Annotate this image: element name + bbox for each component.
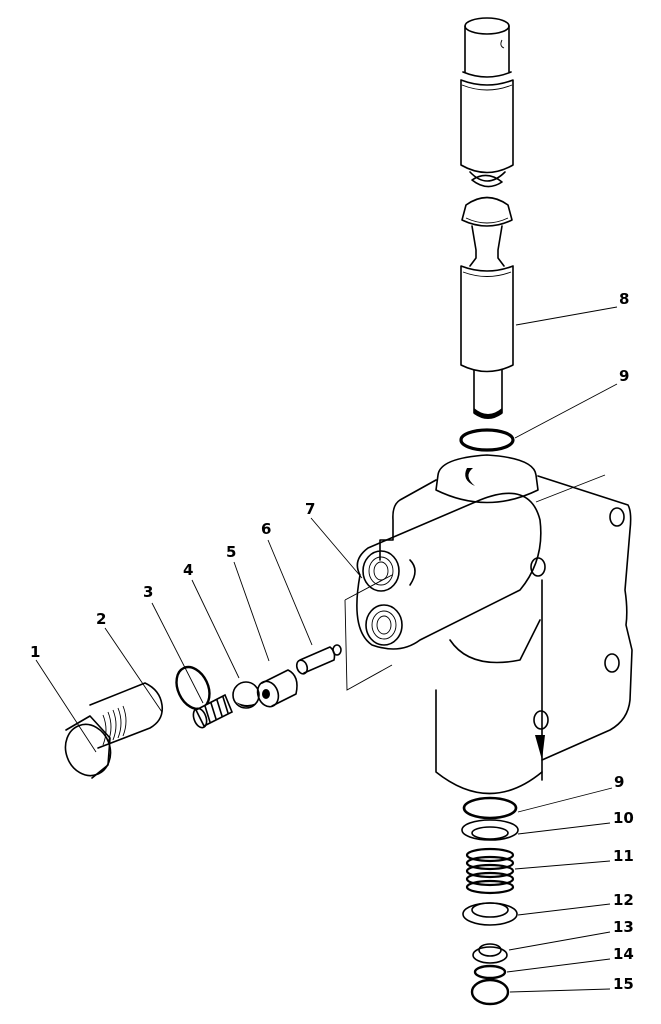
callout-9-lower: 9 (614, 773, 625, 791)
callout-7: 7 (305, 500, 316, 518)
spool-part-8 (460, 17, 514, 419)
plug-part-1 (64, 682, 164, 779)
callout-1: 1 (30, 643, 41, 661)
o-ring-upper (459, 428, 515, 452)
callout-2: 2 (96, 610, 107, 628)
callout-11: 11 (613, 847, 634, 865)
lower-stack (461, 796, 519, 1006)
leader-lines (35, 306, 618, 993)
callout-12: 12 (613, 891, 634, 909)
callout-6: 6 (261, 520, 272, 538)
callout-4: 4 (183, 561, 194, 579)
ball-part-4 (232, 681, 260, 709)
spring-part-3 (192, 693, 234, 729)
callout-14: 14 (613, 945, 634, 963)
callout-5: 5 (226, 543, 237, 561)
callout-3: 3 (143, 583, 154, 601)
callout-13: 13 (613, 918, 634, 936)
valve-body-part-7 (344, 454, 633, 795)
callout-9-upper: 9 (619, 367, 630, 385)
pin-part-6 (295, 644, 342, 675)
seat-part-5 (256, 669, 298, 708)
callout-15: 15 (613, 975, 634, 993)
callout-8: 8 (619, 290, 630, 308)
callout-10: 10 (613, 809, 634, 827)
